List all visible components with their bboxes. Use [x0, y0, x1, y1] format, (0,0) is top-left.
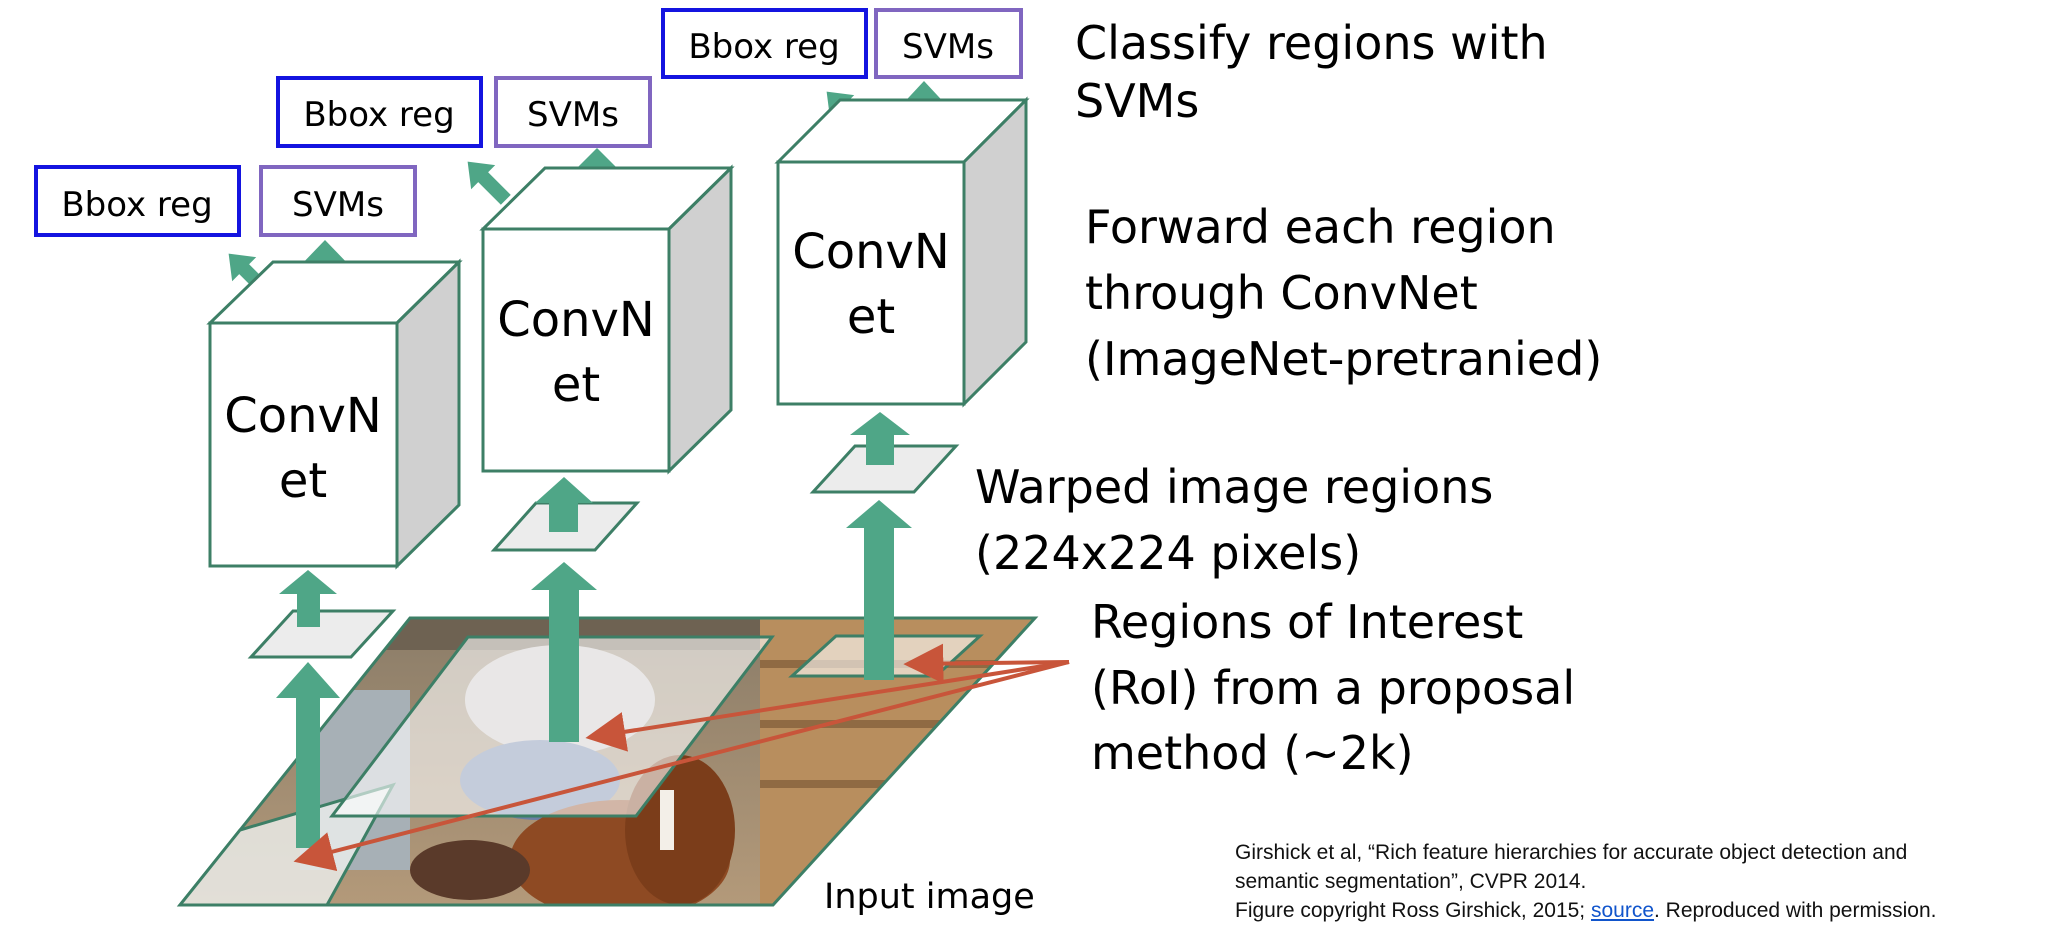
output-heads-right: Bbox reg SVMs — [661, 8, 1023, 79]
convnet-label-line1: ConvN — [792, 224, 950, 280]
convnet-label-line1: ConvN — [497, 292, 655, 348]
arrow-up-icon — [276, 662, 340, 848]
citation-suffix: . Reproduced with permission. — [1654, 899, 1937, 922]
svg-text:(224x224 pixels): (224x224 pixels) — [975, 526, 1361, 580]
step-classify: Classify regions with SVMs — [1075, 16, 1548, 128]
convnet-cube-right: ConvN et — [774, 96, 1030, 408]
citation-line: Girshick et al, “Rich feature hierarchie… — [1235, 841, 1908, 864]
convnet-label-line1: ConvN — [224, 388, 382, 444]
input-image-label: Input image — [824, 877, 1035, 917]
roi-pointer-arrows — [293, 643, 1070, 872]
arrow-up-icon — [279, 570, 337, 627]
svms-label: SVMs — [902, 27, 994, 67]
diagonal-arrow-icon — [467, 161, 511, 205]
arrow-up-icon — [531, 562, 597, 742]
bbox-reg-label: Bbox reg — [688, 27, 839, 67]
svg-text:Forward each region: Forward each region — [1085, 200, 1556, 254]
convnet-label-line2: et — [552, 357, 600, 413]
svg-text:through ConvNet: through ConvNet — [1085, 266, 1478, 320]
warped-region-left — [247, 609, 397, 659]
output-heads-middle: Bbox reg SVMs — [276, 76, 652, 148]
bbox-reg-label: Bbox reg — [303, 95, 454, 135]
convnet-cube-middle: ConvN et — [479, 164, 735, 475]
svg-text:Warped image regions: Warped image regions — [975, 460, 1493, 514]
svg-text:(RoI) from a proposal: (RoI) from a proposal — [1091, 661, 1575, 715]
arrow-up-icon — [850, 412, 910, 465]
up-arrows — [228, 81, 951, 848]
svg-text:(ImageNet-pretranied): (ImageNet-pretranied) — [1085, 332, 1602, 386]
citation-prefix: Figure copyright Ross Girshick, 2015; — [1235, 899, 1591, 922]
svg-text:Regions of Interest: Regions of Interest — [1091, 595, 1523, 649]
citation-line: semantic segmentation”, CVPR 2014. — [1235, 870, 1587, 893]
roi-arrow — [293, 660, 1070, 872]
step-forward: Forward each region through ConvNet (Ima… — [1085, 200, 1602, 386]
warped-region-right — [809, 444, 960, 494]
svms-label: SVMs — [292, 185, 384, 225]
arrow-up-icon — [535, 477, 593, 532]
bbox-reg-label: Bbox reg — [61, 185, 212, 225]
source-link[interactable]: source — [1590, 899, 1655, 922]
roi-arrow — [585, 660, 1070, 752]
svms-label: SVMs — [527, 95, 619, 135]
svg-text:Classify regions with: Classify regions with — [1075, 16, 1548, 70]
citation-line: Figure copyright Ross Girshick, 2015; so… — [1235, 896, 2035, 925]
svg-text:method (~2k): method (~2k) — [1091, 726, 1414, 780]
arrow-up-icon — [846, 500, 912, 680]
convnet-label-line2: et — [847, 289, 895, 345]
svg-text:SVMs: SVMs — [1075, 74, 1199, 128]
convnet-label-line2: et — [279, 453, 327, 509]
citation: Girshick et al, “Rich feature hierarchie… — [1235, 838, 2035, 925]
step-warped: Warped image regions (224x224 pixels) — [975, 460, 1493, 580]
convnet-cube-left: ConvN et — [206, 258, 463, 570]
step-roi: Regions of Interest (RoI) from a proposa… — [1091, 595, 1575, 780]
roi-arrow — [903, 643, 1070, 684]
output-heads-left: Bbox reg SVMs — [34, 165, 417, 237]
